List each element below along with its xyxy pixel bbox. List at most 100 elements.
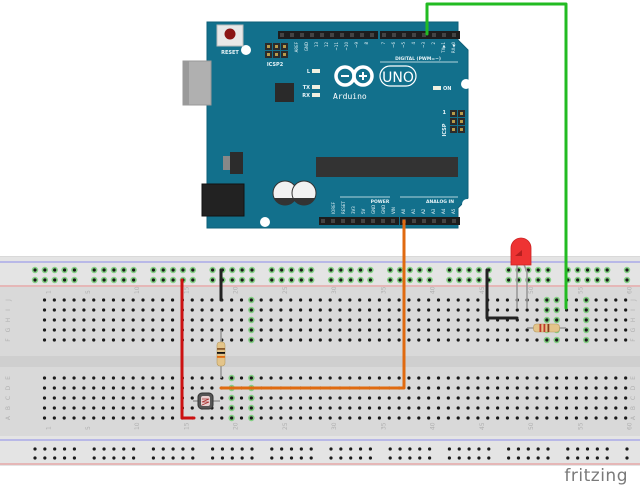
breadboard-hole — [141, 298, 145, 302]
breadboard-hole — [427, 386, 431, 390]
header-pin[interactable] — [402, 33, 406, 37]
breadboard-hole — [496, 308, 500, 312]
rail-hole — [43, 278, 47, 282]
breadboard-hole — [505, 328, 510, 332]
header-pin[interactable] — [360, 33, 364, 37]
header-pin[interactable] — [321, 219, 325, 223]
breadboard-hole — [417, 376, 421, 380]
breadboard-hole — [161, 298, 165, 302]
breadboard-hole — [131, 298, 135, 302]
header-pin[interactable] — [442, 33, 446, 37]
breadboard-hole — [239, 328, 244, 332]
breadboard-hole — [230, 338, 234, 342]
breadboard-hole — [377, 298, 381, 302]
breadboard-hole — [289, 298, 293, 302]
breadboard-hole — [555, 386, 559, 390]
resistor-band — [543, 324, 546, 332]
header-pin[interactable] — [412, 33, 416, 37]
breadboard-hole — [72, 416, 76, 420]
column-number-bottom: 25 — [282, 422, 289, 430]
header-pin[interactable] — [350, 33, 354, 37]
breadboard-hole — [269, 396, 273, 400]
header-pin[interactable] — [290, 33, 294, 37]
column-number-top: 5 — [85, 290, 92, 294]
breadboard-hole — [535, 308, 539, 312]
rail-hole — [546, 278, 550, 282]
header-pin[interactable] — [432, 33, 436, 37]
breadboard-hole — [348, 318, 352, 322]
rail-hole — [102, 268, 106, 272]
header-pin[interactable] — [320, 33, 324, 37]
breadboard-hole — [299, 396, 303, 400]
breadboard-hole — [239, 298, 244, 302]
row-letter-left: I — [5, 309, 12, 311]
breadboard-hole — [259, 318, 263, 322]
breadboard-hole — [121, 386, 125, 390]
header-pin[interactable] — [432, 219, 436, 223]
header-pin[interactable] — [422, 219, 426, 223]
header-pin[interactable] — [361, 219, 365, 223]
analog-pin-label: A4 — [441, 208, 446, 214]
breadboard-hole — [555, 298, 559, 302]
breadboard-hole — [230, 308, 234, 312]
breadboard-hole — [427, 416, 431, 420]
breadboard-hole — [42, 416, 47, 420]
status-led — [312, 85, 320, 89]
header-pin[interactable] — [340, 33, 344, 37]
column-number-bottom: 45 — [479, 422, 486, 430]
breadboard-hole — [62, 318, 66, 322]
logo-minus — [341, 75, 349, 77]
breadboard-hole — [299, 338, 303, 342]
breadboard-hole — [190, 308, 194, 312]
header-pin[interactable] — [300, 33, 304, 37]
header-pin[interactable] — [382, 33, 386, 37]
breadboard-hole — [505, 338, 510, 342]
rail-hole — [467, 268, 471, 272]
breadboard-hole — [170, 386, 175, 390]
breadboard-hole — [249, 328, 253, 332]
reset-button-cap[interactable] — [224, 28, 236, 40]
rail-hole — [191, 278, 195, 282]
header-pin[interactable] — [371, 219, 375, 223]
header-pin[interactable] — [381, 219, 385, 223]
usb-jack-shadow — [183, 61, 189, 105]
header-pin[interactable] — [351, 219, 355, 223]
breadboard-hole — [624, 376, 628, 380]
breadboard-hole — [515, 338, 519, 342]
breadboard-hole — [604, 328, 608, 332]
header-pin[interactable] — [331, 219, 335, 223]
breadboard-hole — [574, 416, 579, 420]
header-pin[interactable] — [330, 33, 334, 37]
header-pin[interactable] — [341, 219, 345, 223]
header-pin[interactable] — [452, 33, 456, 37]
breadboard-hole — [52, 396, 56, 400]
rail-hole — [428, 268, 432, 272]
header-pin[interactable] — [310, 33, 314, 37]
header-pin[interactable] — [391, 219, 395, 223]
breadboard-hole — [200, 318, 204, 322]
breadboard-hole — [525, 416, 529, 420]
rail-hole — [625, 456, 629, 460]
breadboard-hole — [52, 298, 56, 302]
header-pin[interactable] — [452, 219, 456, 223]
digital-pin-label: 12 — [324, 42, 329, 48]
digital-pin-label: GND — [304, 42, 309, 51]
rail-hole — [418, 278, 422, 282]
rail-hole — [171, 456, 175, 460]
photoresistor — [193, 392, 220, 410]
header-pin[interactable] — [412, 219, 416, 223]
header-pin[interactable] — [442, 219, 446, 223]
breadboard-hole — [574, 406, 579, 410]
breadboard-hole — [308, 328, 313, 332]
rail-hole — [428, 456, 432, 460]
breadboard-hole — [210, 298, 214, 302]
breadboard-hole — [42, 338, 47, 342]
breadboard-hole — [338, 406, 342, 410]
breadboard-hole — [269, 318, 273, 322]
header-pin[interactable] — [422, 33, 426, 37]
header-pin[interactable] — [280, 33, 284, 37]
header-pin[interactable] — [392, 33, 396, 37]
breadboard-hole — [387, 396, 391, 400]
rail-hole — [457, 447, 461, 451]
header-pin[interactable] — [370, 33, 374, 37]
